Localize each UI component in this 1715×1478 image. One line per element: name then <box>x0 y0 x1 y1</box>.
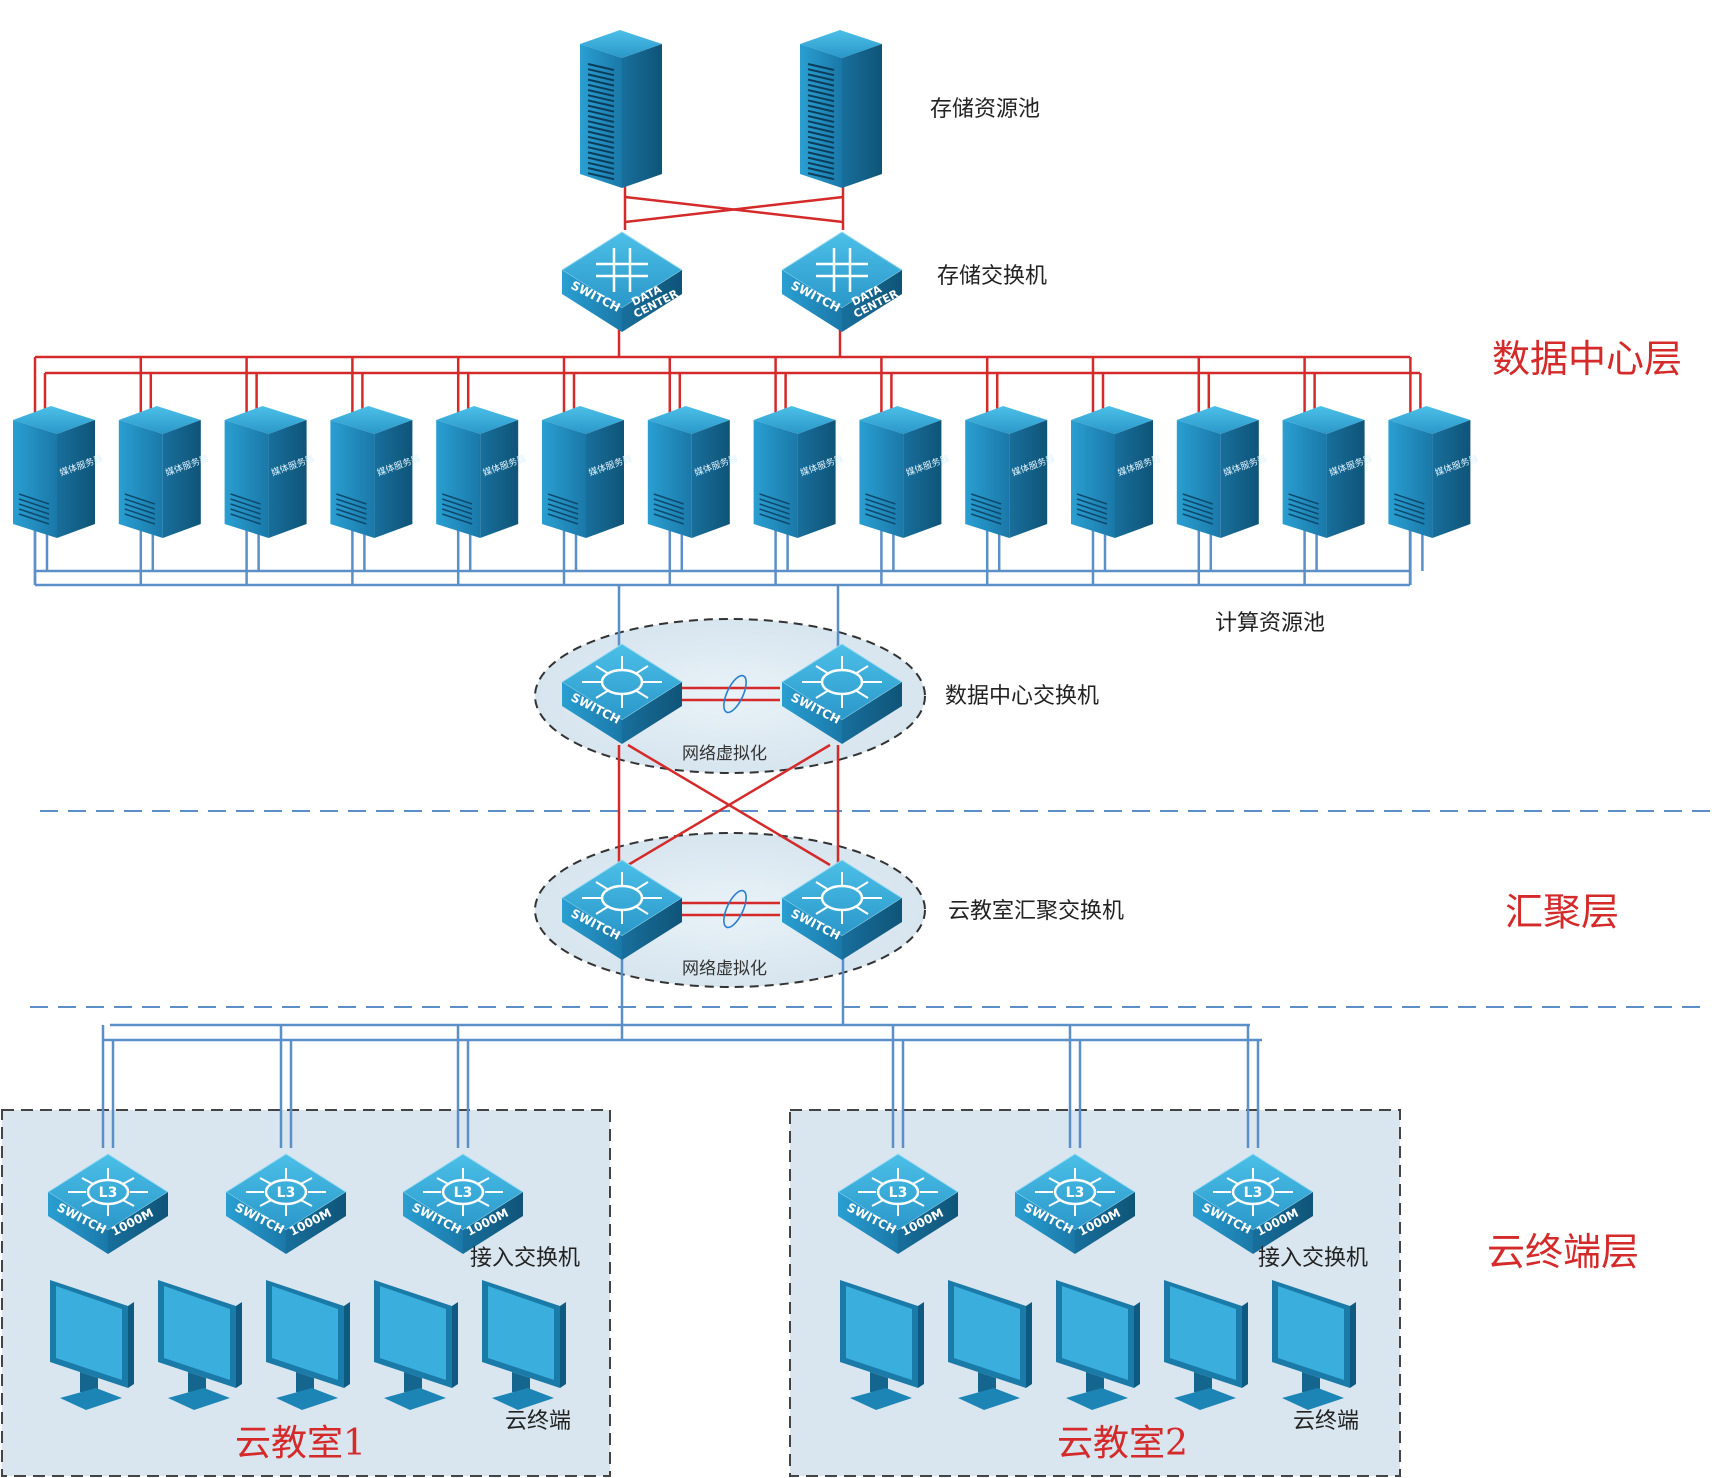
room-label-1: 云教室1 <box>235 1423 366 1464</box>
compute-server-9: 媒体服务器 <box>859 406 951 538</box>
dc-switch-2: SWITCH <box>781 643 903 744</box>
switch-l3-text: L3 <box>1244 1185 1263 1201</box>
cloud-terminal-2-2 <box>948 1280 1032 1410</box>
compute-server-4: 媒体服务器 <box>330 406 422 538</box>
cloud-terminal-1-5 <box>482 1280 566 1410</box>
agg-switch-label: 云教室汇聚交换机 <box>948 899 1124 924</box>
cloud-terminal-2-4 <box>1164 1280 1248 1410</box>
compute-server-10: 媒体服务器 <box>965 406 1057 538</box>
storage-pool-label: 存储资源池 <box>930 97 1040 122</box>
compute-server-11: 媒体服务器 <box>1071 406 1162 538</box>
cloud-terminal-1-2 <box>158 1280 242 1410</box>
compute-server-3: 媒体服务器 <box>224 406 316 538</box>
dc-switch-label: 数据中心交换机 <box>945 684 1099 709</box>
compute-server-5: 媒体服务器 <box>436 406 528 538</box>
cloud-terminal-1-1 <box>50 1280 134 1410</box>
dc-net-virt-label: 网络虚拟化 <box>682 744 767 764</box>
switch-l3-text: L3 <box>454 1185 473 1201</box>
compute-server-1: 媒体服务器 <box>13 406 104 538</box>
cloud-terminal-2-3 <box>1056 1280 1140 1410</box>
agg-switch-2: SWITCH <box>781 859 903 960</box>
compute-server-8: 媒体服务器 <box>753 406 845 538</box>
storage-switch-label: 存储交换机 <box>937 264 1047 289</box>
cloud-terminal-label-1: 云终端 <box>505 1409 571 1434</box>
cloud-terminal-2-1 <box>840 1280 924 1410</box>
compute-server-6: 媒体服务器 <box>542 406 633 538</box>
agg-switch-1: SWITCH <box>561 859 683 960</box>
cloud-terminal-1-4 <box>374 1280 458 1410</box>
compute-server-14: 媒体服务器 <box>1388 406 1480 538</box>
stack-ring <box>723 674 747 714</box>
dc-switch-1: SWITCH <box>561 643 683 744</box>
dc-agg-link <box>627 743 831 867</box>
cloud-terminal-1-3 <box>266 1280 350 1410</box>
compute-server-12: 媒体服务器 <box>1176 406 1268 538</box>
cloud-terminal-label-2: 云终端 <box>1293 1409 1359 1434</box>
compute-server-13: 媒体服务器 <box>1282 406 1374 538</box>
switch-l3-text: L3 <box>1066 1185 1085 1201</box>
agg-net-virt-label: 网络虚拟化 <box>682 959 767 979</box>
switch-l3-text: L3 <box>277 1185 296 1201</box>
layer-label-cloud-terminal: 云终端层 <box>1487 1230 1639 1274</box>
storage-server-2 <box>800 30 882 188</box>
access-switch-label-1: 接入交换机 <box>470 1246 580 1271</box>
compute-server-7: 媒体服务器 <box>647 406 739 538</box>
layer-label-data-center: 数据中心层 <box>1492 337 1682 381</box>
switch-l3-text: L3 <box>889 1185 908 1201</box>
storage-server-1 <box>580 30 662 188</box>
switch-l3-text: L3 <box>99 1185 118 1201</box>
cloud-terminal-2-5 <box>1272 1280 1356 1410</box>
compute-pool-label: 计算资源池 <box>1215 611 1325 636</box>
layer-label-aggregation: 汇聚层 <box>1505 890 1619 934</box>
stack-ring <box>723 889 747 929</box>
room-label-2: 云教室2 <box>1057 1423 1188 1464</box>
storage-link <box>624 195 844 224</box>
compute-server-2: 媒体服务器 <box>118 406 210 538</box>
access-switch-label-2: 接入交换机 <box>1258 1246 1368 1271</box>
